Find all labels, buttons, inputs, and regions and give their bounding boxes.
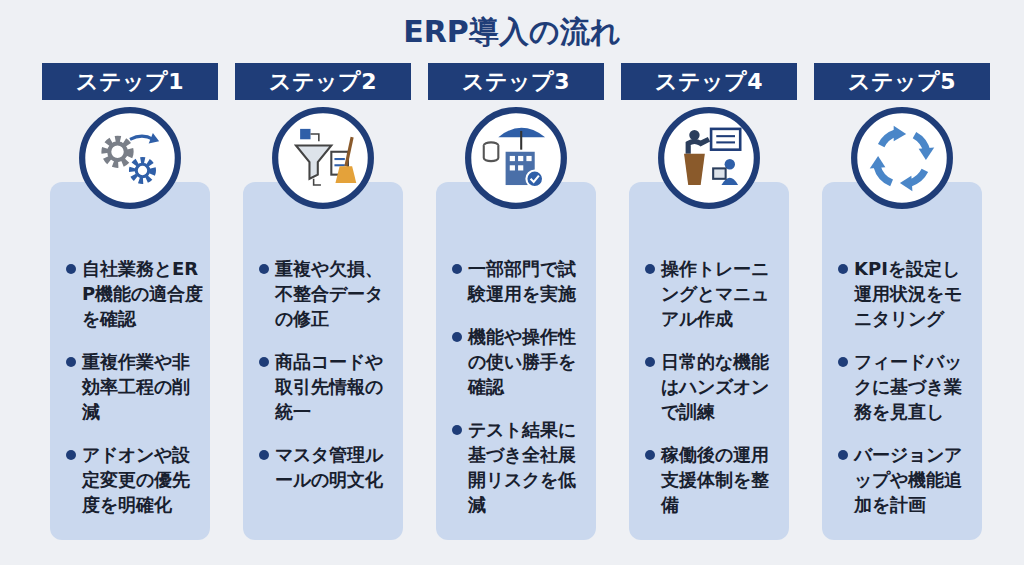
step-panel: 操作トレーニングとマニュアル作成日常的な機能はハンズオンで訓練稼働後の運用支援体… [629,182,789,540]
step-label: ステップ3 [462,67,569,97]
bullet-item: KPIを設定し運用状況をモニタリング [836,256,976,331]
bullet-item: 商品コードや取引先情報の統一 [257,349,397,424]
bullet-item: 一部部門で試験運用を実施 [450,256,590,306]
step-label: ステップ1 [76,67,183,97]
bullet-item: バージョンアップや機能追加を計画 [836,442,976,517]
umbrella-icon [464,106,568,210]
step-header: ステップ2 [235,63,411,100]
bullet-item: マスタ管理ルールの明文化 [257,442,397,492]
bullet-item: アドオンや設定変更の優先度を明確化 [64,442,204,517]
step-label: ステップ2 [269,67,376,97]
step-panel: 一部部門で試験運用を実施機能や操作性の使い勝手を確認テスト結果に基づき全社展開リ… [436,182,596,540]
step-header: ステップ3 [428,63,604,100]
bullet-item: テスト結果に基づき全社展開リスクを低減 [450,417,590,517]
training-icon [657,106,761,210]
gears-icon [78,106,182,210]
bullet-item: 重複作業や非効率工程の削減 [64,349,204,424]
step-panel: KPIを設定し運用状況をモニタリングフィードバックに基づき業務を見直しバージョン… [822,182,982,540]
bullet-item: 日常的な機能はハンズオンで訓練 [643,349,783,424]
bullet-item: フィードバックに基づき業務を見直し [836,349,976,424]
step-panel: 重複や欠損、不整合データの修正商品コードや取引先情報の統一マスタ管理ルールの明文… [243,182,403,540]
step-header: ステップ4 [621,63,797,100]
bullet-item: 自社業務とERP機能の適合度を確認 [64,256,204,331]
step-header: ステップ1 [42,63,218,100]
step-label: ステップ4 [655,67,762,97]
cycle-icon [850,106,954,210]
bullet-item: 操作トレーニングとマニュアル作成 [643,256,783,331]
diagram-title: ERP導入の流れ [0,12,1024,53]
step-header: ステップ5 [814,63,990,100]
step-panel: 自社業務とERP機能の適合度を確認重複作業や非効率工程の削減アドオンや設定変更の… [50,182,210,540]
step-label: ステップ5 [848,67,955,97]
bullet-item: 重複や欠損、不整合データの修正 [257,256,397,331]
bullet-item: 機能や操作性の使い勝手を確認 [450,324,590,399]
bullet-item: 稼働後の運用支援体制を整備 [643,442,783,517]
funnel-icon [271,106,375,210]
